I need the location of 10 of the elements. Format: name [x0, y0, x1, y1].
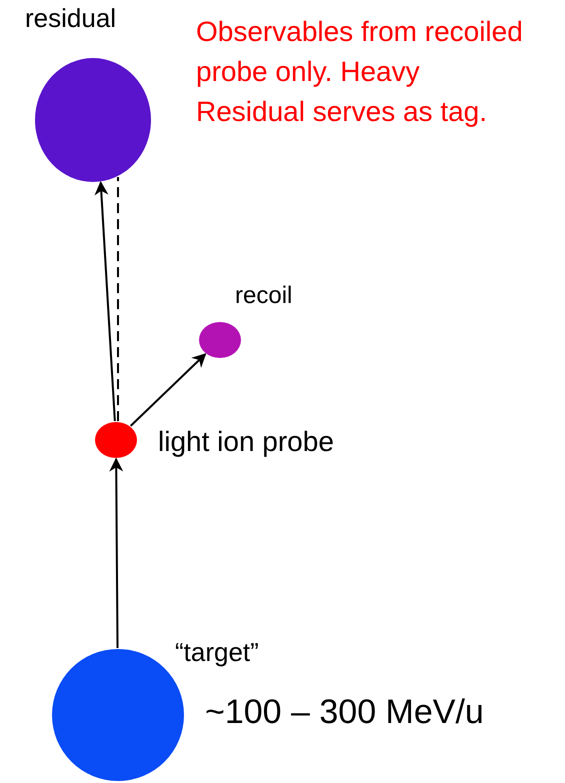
- energy-label: ~100 – 300 MeV/u: [205, 693, 484, 732]
- dashed-line: [117, 176, 119, 422]
- node-label: “target”: [175, 637, 259, 668]
- arrow: [130, 353, 206, 427]
- node-label: light ion probe: [158, 426, 334, 458]
- arrow: [94, 181, 116, 422]
- note-text: Observables from recoiled probe only. Heavy Residual serves as tag.: [196, 15, 524, 129]
- arrow: [109, 458, 124, 648]
- node-label: recoil: [235, 282, 292, 310]
- node-label: residual: [25, 3, 116, 34]
